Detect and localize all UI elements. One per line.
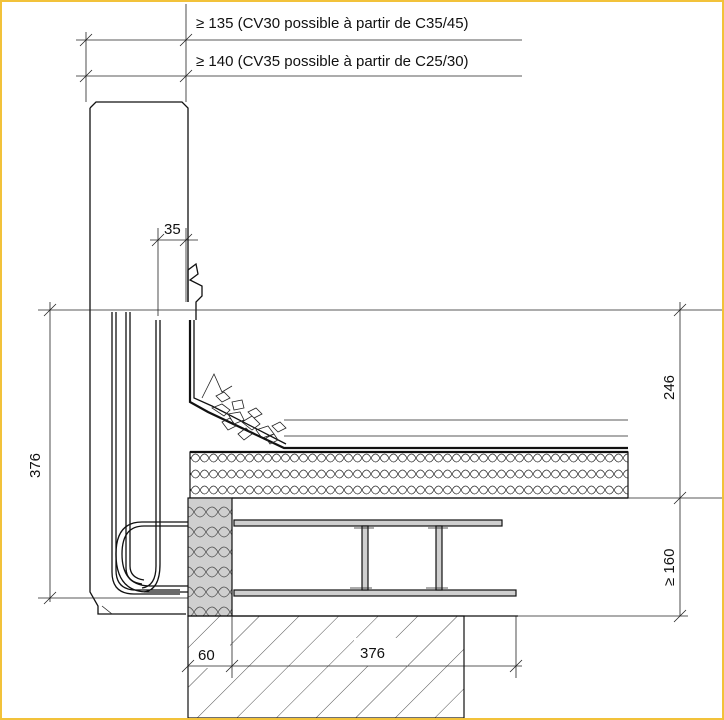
rebar-inner-1 xyxy=(141,320,157,589)
label-slab-160: ≥ 160 xyxy=(661,549,678,586)
dim-tick xyxy=(179,33,193,47)
dim-tick xyxy=(151,233,165,247)
gravel-strip xyxy=(211,391,287,445)
dimension-cover xyxy=(76,4,522,102)
slab-bottom-rebar xyxy=(233,589,517,597)
thermal-break-block xyxy=(187,497,233,617)
dimension-35 xyxy=(150,228,198,316)
membrane-inner xyxy=(193,320,287,445)
dim-tick xyxy=(179,233,193,247)
label-height-376: 376 xyxy=(27,453,44,478)
chamfer-mark xyxy=(101,605,113,615)
fixing-edge xyxy=(201,373,233,399)
dim-tick xyxy=(225,659,239,673)
dim-tick xyxy=(43,303,57,317)
flashing-profile xyxy=(187,262,203,320)
slab-loop-inner xyxy=(121,525,188,587)
dim-tick xyxy=(509,659,523,673)
slab-top-rebar xyxy=(233,519,503,527)
label-cover-cv30: ≥ 135 (CV30 possible à partir de C35/45) xyxy=(196,15,469,32)
dimension-height-376 xyxy=(38,302,722,605)
stirrup-1 xyxy=(361,525,369,591)
label-mask-376 xyxy=(354,638,408,666)
label-cover-cv35: ≥ 140 (CV35 possible à partir de C25/30) xyxy=(196,53,469,70)
dim-tick xyxy=(181,659,195,673)
label-width-60: 60 xyxy=(198,647,215,664)
label-width-376: 376 xyxy=(360,645,385,662)
slab-loop-outer xyxy=(115,521,188,593)
roof-insulation-layer xyxy=(189,451,629,499)
dimension-bottom xyxy=(181,616,523,678)
dim-tick xyxy=(43,591,57,605)
dim-tick xyxy=(79,69,93,83)
rebar-mid-1 xyxy=(125,312,143,585)
membrane-line xyxy=(188,320,628,450)
dim-tick xyxy=(673,303,687,317)
upstand-top-edge xyxy=(89,101,189,302)
dim-tick xyxy=(673,491,687,505)
upstand-outer-edge xyxy=(89,108,186,615)
dimension-246 xyxy=(518,302,722,623)
label-gap-35: 35 xyxy=(164,221,181,238)
rebar-outer-1 xyxy=(111,312,180,595)
dim-tick xyxy=(673,609,687,623)
rebar-inner-2 xyxy=(143,320,161,593)
rebar-mid-2 xyxy=(129,312,145,581)
stirrup-2 xyxy=(435,525,443,591)
label-insulation-246: 246 xyxy=(661,375,678,400)
supporting-wall xyxy=(187,615,465,718)
label-mask-60 xyxy=(194,642,230,668)
dim-tick xyxy=(79,33,93,47)
dim-tick xyxy=(179,69,193,83)
